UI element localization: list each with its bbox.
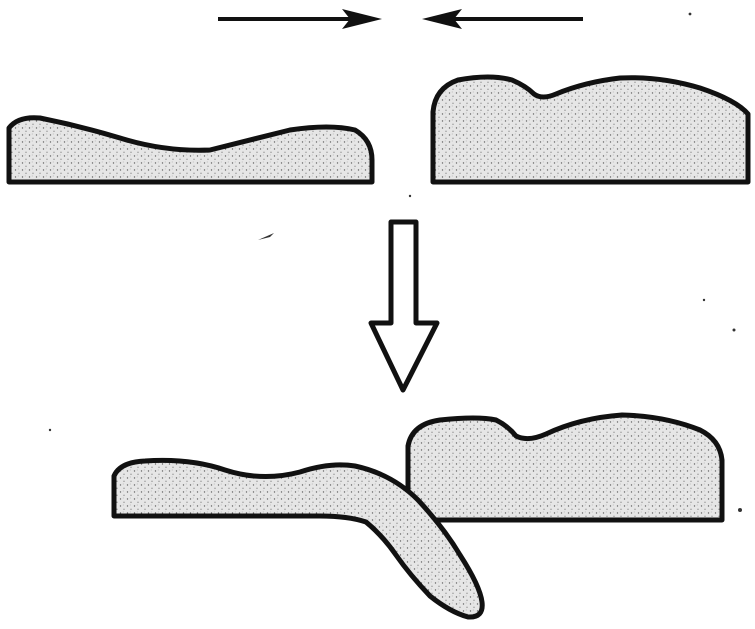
transition-arrow-down-icon <box>371 222 437 390</box>
push-arrow-left-icon <box>422 9 583 29</box>
thick-plate-before <box>433 77 748 182</box>
push-arrow-right-icon <box>218 9 382 29</box>
overriding-plate-after <box>408 415 722 520</box>
thin-plate-before <box>9 118 372 182</box>
